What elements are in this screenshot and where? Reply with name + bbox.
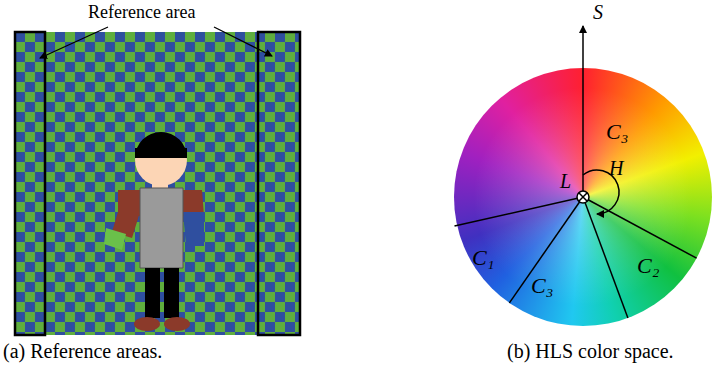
figure-caption: (b) HLS color space. xyxy=(507,340,674,362)
class-label: C₃ xyxy=(531,274,553,298)
axis-label: L xyxy=(560,170,571,192)
sector-line xyxy=(583,197,628,318)
leader-line xyxy=(214,27,272,56)
sector-line xyxy=(509,197,583,303)
class-label: C₁ xyxy=(472,246,494,270)
sector-line xyxy=(583,197,697,258)
class-label: C₂ xyxy=(637,254,659,278)
l-axis-symbol xyxy=(579,193,587,201)
reference-area-box xyxy=(15,32,45,335)
l-axis-symbol xyxy=(579,193,587,201)
callout-label: Reference area xyxy=(88,3,195,23)
reference-area-box xyxy=(258,32,300,335)
figure-caption: (a) Reference areas. xyxy=(3,340,162,362)
axis-label: S xyxy=(593,1,603,23)
axis-label: H xyxy=(609,157,623,179)
l-axis-symbol xyxy=(577,191,589,203)
sector-line xyxy=(455,197,584,226)
checkerboard-background xyxy=(15,32,300,335)
s-axis xyxy=(582,26,584,191)
person-figure xyxy=(104,132,204,331)
leader-line xyxy=(40,27,108,58)
class-label: C₃ xyxy=(606,120,628,144)
